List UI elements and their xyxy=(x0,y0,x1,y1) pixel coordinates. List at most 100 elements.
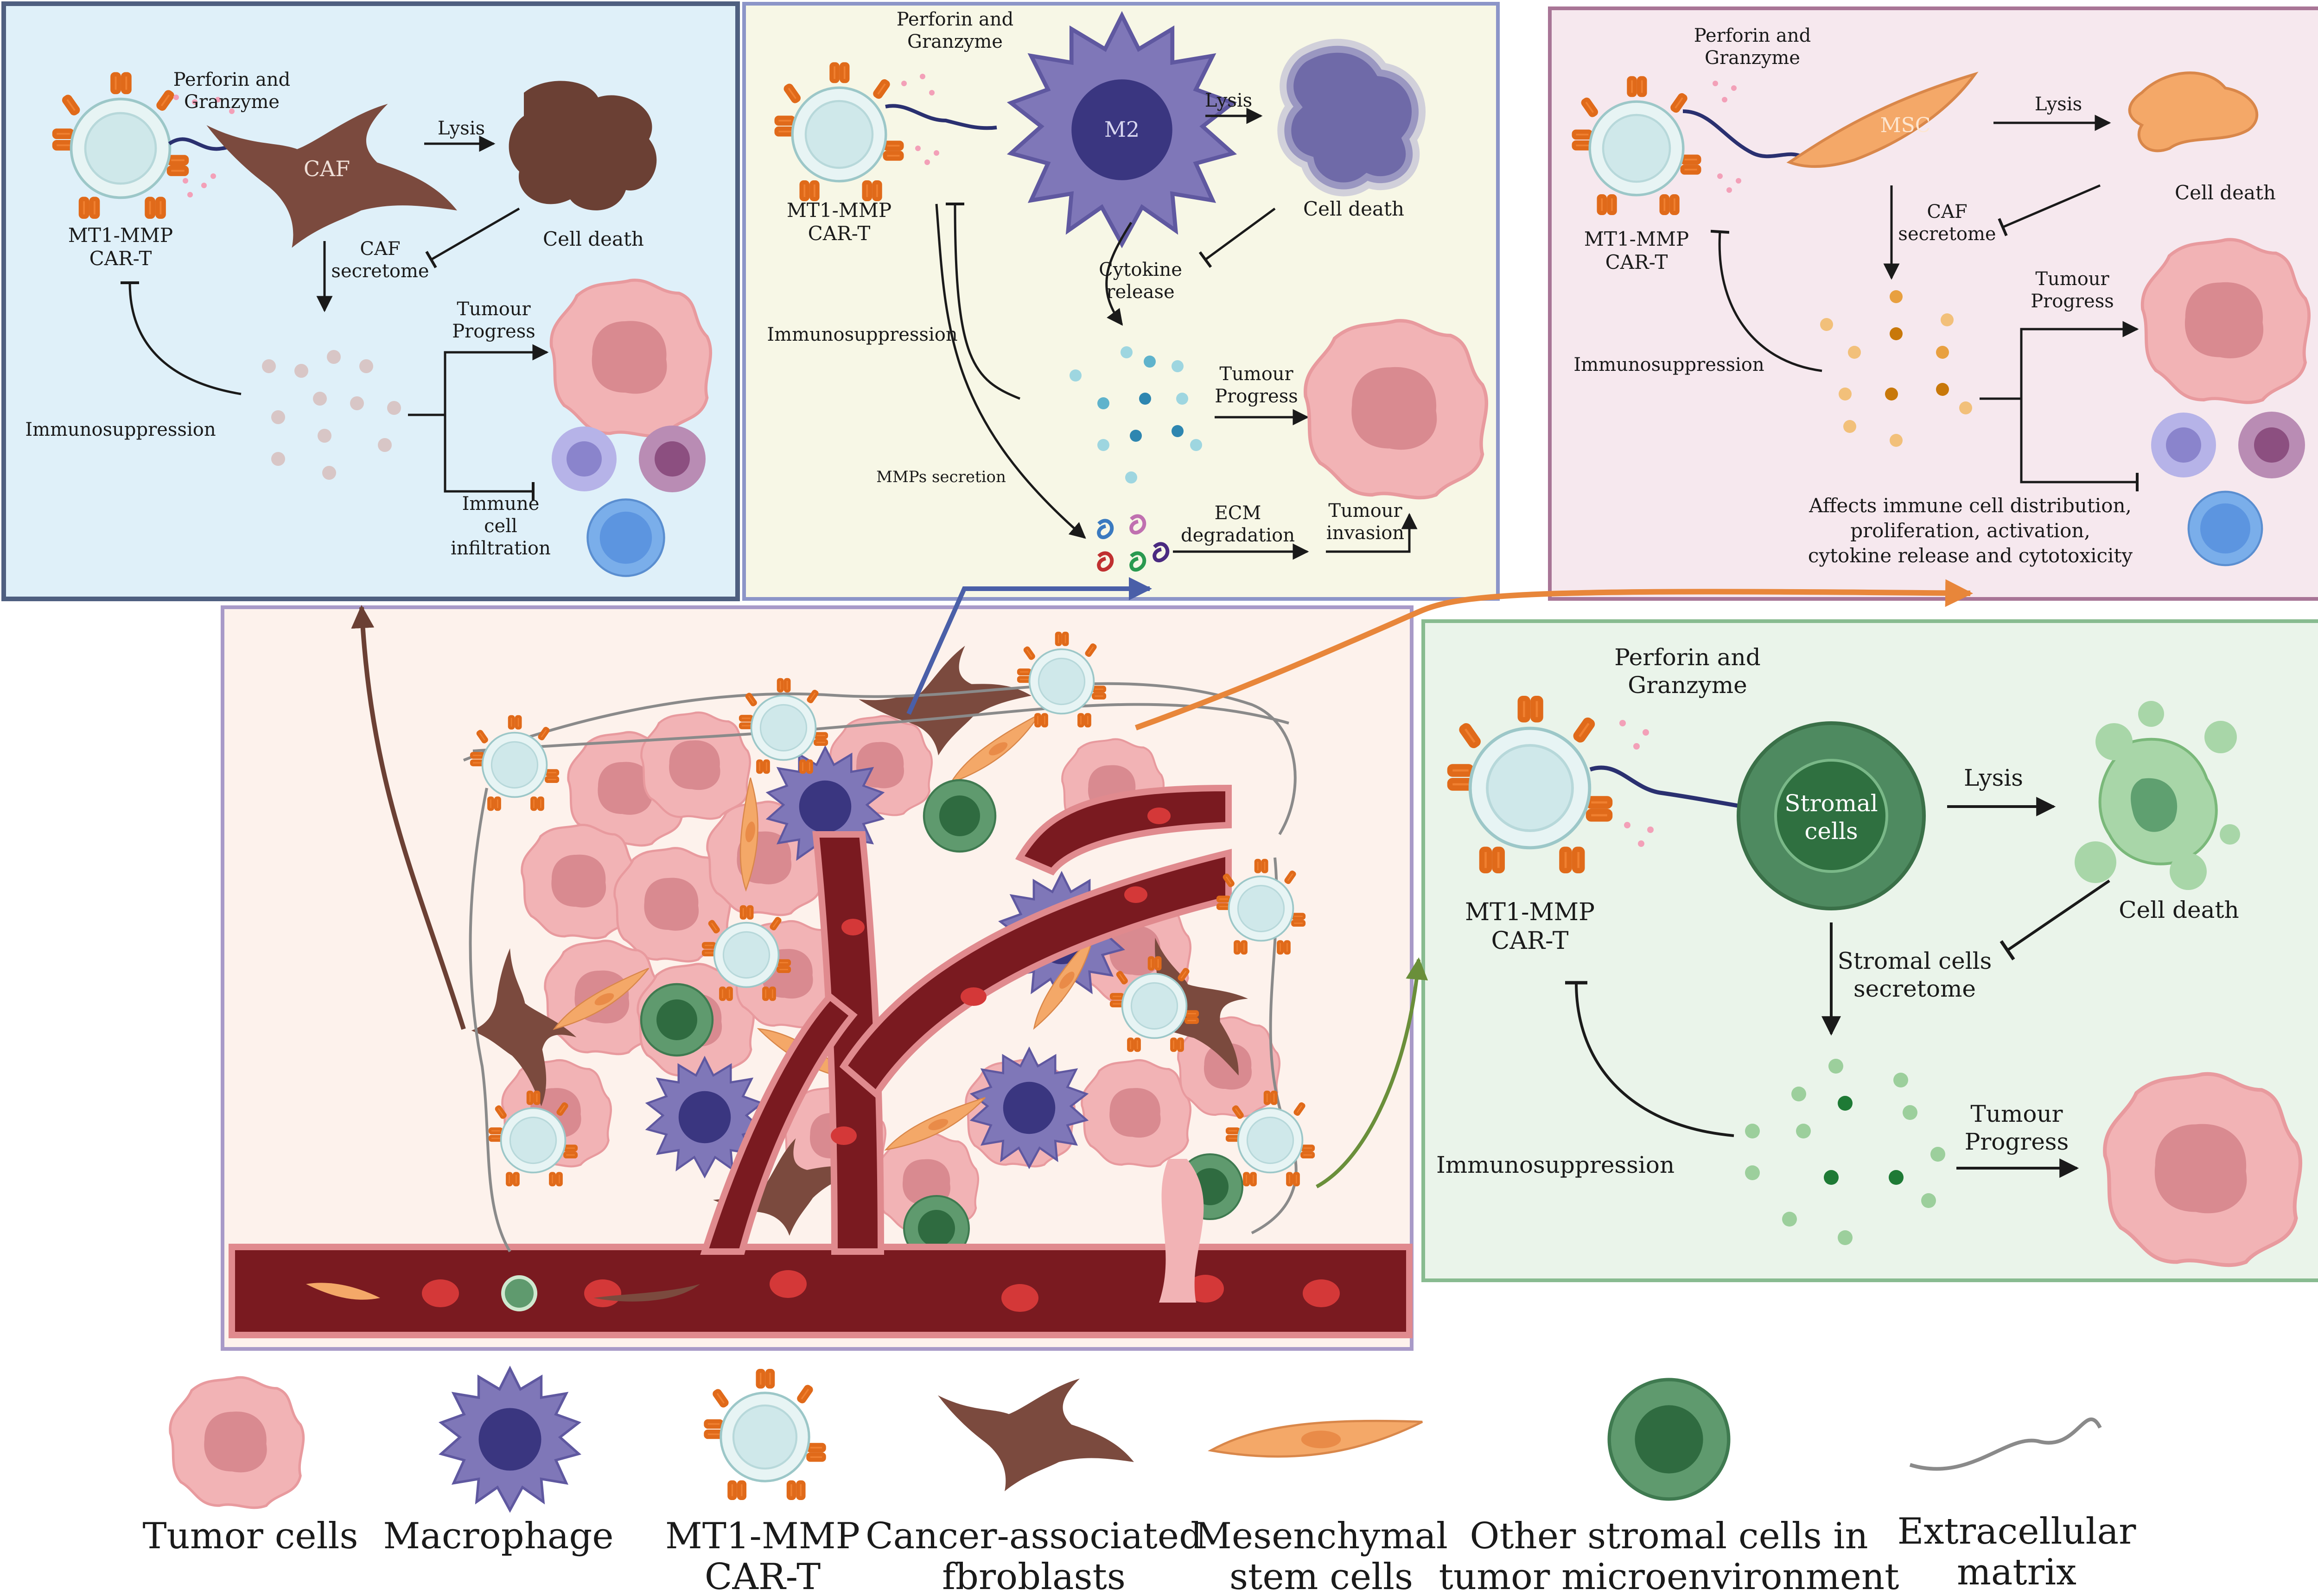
immunosuppression-label: Immunosuppression xyxy=(1436,1151,1675,1178)
progress-line-1: Tumour xyxy=(1970,1100,2063,1127)
tme-panel xyxy=(221,605,1414,1351)
dead-stromal-cell xyxy=(2075,701,2240,890)
secretome-line-2: secretome xyxy=(331,261,429,282)
legend-caf-line-1: Cancer-associated xyxy=(866,1515,1202,1557)
lysis-label: Lysis xyxy=(438,118,485,139)
legend-stromal-line-2: tumor microenvironment xyxy=(1439,1556,1899,1596)
legend-macrophage-label: Macrophage xyxy=(383,1515,613,1557)
immunosuppression-label: Immunosuppression xyxy=(25,419,216,440)
progress-line-1: Tumour xyxy=(457,299,531,320)
dead-caf-cell xyxy=(509,81,657,210)
infiltration-line-2: cell xyxy=(484,515,517,537)
granzyme-dots xyxy=(173,95,235,197)
lysis-label: Lysis xyxy=(1964,764,2023,791)
legend-tumor-icon xyxy=(170,1377,303,1507)
legend-msc-line-2: stem cells xyxy=(1229,1556,1413,1596)
affects-line-1: Affects immune cell distribution, xyxy=(1809,494,2132,517)
mmp-proteins xyxy=(1097,514,1170,572)
immunosuppression-inhibit xyxy=(1565,981,1734,1137)
perforin-line-1: Perforin and xyxy=(897,9,1013,30)
progress-line-2: Progress xyxy=(2031,291,2114,312)
synapse-link xyxy=(885,104,997,130)
legend-stromal-icon xyxy=(1609,1380,1729,1499)
caf-cell-label: CAF xyxy=(304,156,350,181)
cart-line-1: MT1-MMP xyxy=(1584,228,1689,250)
cytokine-dots xyxy=(1070,346,1202,483)
secretome-line-2: secretome xyxy=(1853,975,1976,1002)
immune-cell-purple xyxy=(552,426,617,491)
immune-cell-purple xyxy=(2151,413,2216,477)
tumor-cell xyxy=(1305,321,1487,498)
mmps-arrow xyxy=(935,203,1086,539)
ecm-line-1: ECM xyxy=(1215,502,1261,524)
perforin-line-2: Granzyme xyxy=(907,31,1003,52)
dead-msc xyxy=(2128,71,2259,153)
cell-death-label: Cell death xyxy=(2175,181,2276,204)
dead-macrophage xyxy=(1277,38,1426,197)
m2-cell-label: M2 xyxy=(1104,117,1140,142)
cell-death-label: Cell death xyxy=(1303,197,1404,220)
cart-line-2: CAR-T xyxy=(1605,251,1668,273)
progress-line-2: Progress xyxy=(452,321,535,342)
cell-death-label: Cell death xyxy=(543,228,644,250)
legend-caf-line-2: fbroblasts xyxy=(942,1556,1126,1596)
cart-line-2: CAR-T xyxy=(808,222,871,245)
secretome-line-1: CAF xyxy=(1927,201,1967,223)
feedback-inhibit xyxy=(2000,879,2110,960)
msc-cell-label: MSC xyxy=(1880,114,1931,137)
secretome-line-1: Stromal cells xyxy=(1838,947,1992,974)
legend-ecm-icon xyxy=(1909,1417,2102,1471)
perforin-line-2: Granzyme xyxy=(1628,672,1747,699)
legend-msc-line-1: Mesenchymal xyxy=(1195,1515,1448,1557)
tme-stromal-cell xyxy=(924,780,995,852)
immunosuppression-label: Immunosuppression xyxy=(767,324,957,345)
granzyme-dots xyxy=(1713,81,1741,193)
infiltration-line-3: infiltration xyxy=(451,538,551,559)
secretome-dots xyxy=(262,350,401,480)
immunosuppression-inhibit xyxy=(945,202,1020,400)
cart-line-1: MT1-MMP xyxy=(787,199,892,222)
branch-lines xyxy=(1980,328,2133,483)
granzyme-dots xyxy=(901,74,939,165)
synapse-link xyxy=(1682,109,1805,159)
stromal-label-1: Stromal xyxy=(1784,790,1878,817)
invasion-line-2: invasion xyxy=(1326,522,1404,544)
msc-cell xyxy=(1786,71,1979,168)
tumor-cell xyxy=(551,280,711,436)
perforin-line-1: Perforin and xyxy=(173,69,290,90)
immune-cell-mauve xyxy=(639,426,706,492)
cart-line-1: MT1-MMP xyxy=(1465,898,1595,926)
arrow-to-caf-panel xyxy=(351,605,466,1030)
mmps-label: MMPs secretion xyxy=(876,468,1006,486)
cytokine-arrow xyxy=(1105,222,1133,326)
feedback-inhibit xyxy=(1198,207,1276,268)
invasion-arrow xyxy=(1326,513,1418,553)
arrow-to-stromal-panel xyxy=(1316,957,1428,1189)
cytokine-line-2: release xyxy=(1106,281,1174,303)
progress-line-1: Tumour xyxy=(2035,268,2109,290)
perforin-line-1: Perforin and xyxy=(1694,25,1811,46)
